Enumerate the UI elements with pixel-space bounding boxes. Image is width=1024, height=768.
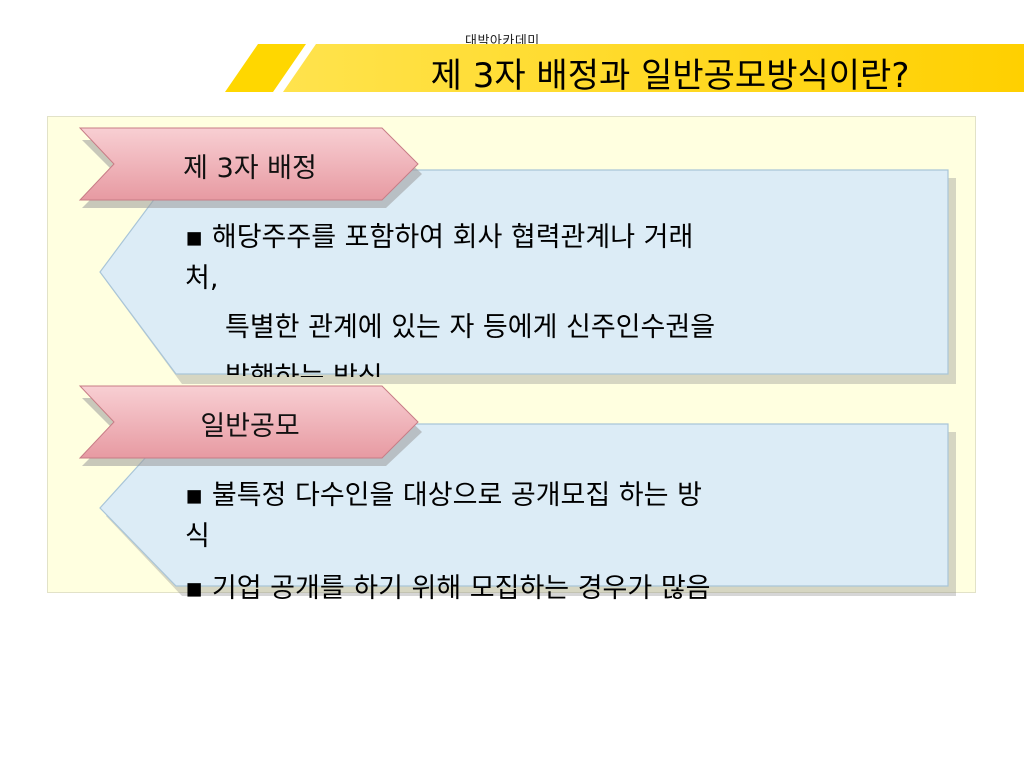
banner-bar bbox=[283, 44, 1024, 92]
section-line: 식 bbox=[185, 521, 210, 552]
banner-stripe bbox=[225, 44, 306, 92]
section-tag-2 bbox=[78, 385, 422, 466]
section-card-1 bbox=[99, 169, 956, 384]
section-tag-1 bbox=[78, 127, 422, 208]
section-line: ▪ 기업 공개를 하기 위해 모집하는 경우가 많음 bbox=[185, 573, 711, 604]
section-line: 처, bbox=[185, 263, 219, 294]
section-line: 발행하는 방식 bbox=[225, 361, 383, 377]
title-banner bbox=[225, 44, 1024, 92]
section-body-1: ▪ 해당주주를 포함하여 회사 협력관계나 거래 처, 특별한 관계에 있는 자… bbox=[185, 215, 905, 377]
section-line: ▪ 불특정 다수인을 대상으로 공개모집 하는 방 bbox=[185, 480, 702, 511]
section-line: ▪ 해당주주를 포함하여 회사 협력관계나 거래 bbox=[185, 222, 694, 253]
section-tag-label: 제 3자 배정 bbox=[183, 153, 317, 184]
section-tag-label: 일반공모 bbox=[200, 411, 300, 442]
slide-title: 제 3자 배정과 일반공모방식이란? bbox=[430, 56, 910, 96]
section-line: 특별한 관계에 있는 자 등에게 신주인수권을 bbox=[225, 312, 716, 343]
